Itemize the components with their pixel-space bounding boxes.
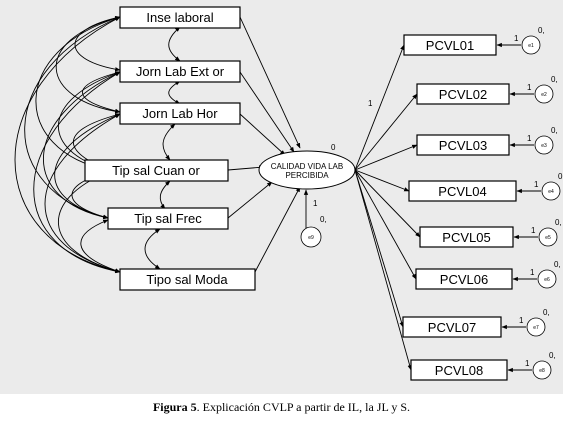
loading-path: [354, 169, 410, 192]
indicator-box: [419, 226, 514, 248]
covariance-arcs: [14, 15, 181, 274]
error-label: e7: [533, 325, 539, 331]
latent-error-path: 1: [313, 199, 318, 208]
error-path-label: 1: [519, 316, 524, 325]
predictor-label: Tip sal Cuan or: [112, 163, 200, 178]
error-circle: [534, 84, 554, 104]
error-path-label: 1: [534, 180, 539, 189]
indicator-8: PCVL08 e8 1 0,: [354, 169, 556, 381]
error-circle: [534, 135, 554, 155]
indicator-label: PCVL02: [439, 87, 487, 102]
error-label: e8: [539, 368, 545, 374]
figure-caption: Figura 5. Explicación CVLP a partir de I…: [0, 400, 563, 415]
indicator-box: [403, 34, 497, 56]
error-path-label: 1: [527, 83, 532, 92]
predictor-label: Tip sal Frec: [134, 211, 202, 226]
indicator-label: PCVL05: [442, 230, 490, 245]
error-label: e4: [548, 189, 554, 195]
indicators: PCVL01 e1 1 0, PCVL02 e2 1 0, PCVL03 e3 1 0, PCVL04 e…: [354, 26, 563, 381]
error-label: e2: [541, 92, 547, 98]
error-path-label: 1: [527, 134, 532, 143]
error-path-label: 1: [531, 226, 536, 235]
error-label: e5: [545, 235, 551, 241]
path-diagram: Inse laboral Jorn Lab Ext or Jorn Lab Ho…: [0, 0, 563, 394]
predictor-box-tsc: Tip sal Cuan or: [84, 159, 229, 182]
indicator-box: [408, 180, 517, 202]
predictor-label: Inse laboral: [146, 10, 213, 25]
error-variance: 0,: [551, 75, 558, 84]
loading-path: [354, 169, 417, 280]
predictor-label: Jorn Lab Ext or: [136, 64, 225, 79]
structural-paths: [227, 16, 301, 273]
latent-label-line2: PERCIBIDA: [285, 171, 329, 180]
indicator-label: PCVL06: [440, 272, 488, 287]
loading-path: [354, 144, 418, 171]
error-circle: [532, 360, 552, 380]
indicator-label: PCVL04: [438, 184, 486, 199]
indicator-box: [410, 359, 508, 381]
loading-label: 1: [368, 99, 373, 108]
indicator-box: [402, 316, 502, 338]
predictor-label: Tipo sal Moda: [146, 272, 228, 287]
error-label: e6: [544, 277, 550, 283]
caption-text: . Explicación CVLP a partir de IL, la JL…: [196, 400, 411, 414]
error-path-label: 1: [530, 268, 535, 277]
caption-prefix: Figura 5: [152, 400, 197, 414]
path-diagram-svg: Inse laboral Jorn Lab Ext or Jorn Lab Ho…: [14, 6, 563, 381]
error-variance: 0,: [538, 26, 545, 35]
indicator-7: PCVL07 e7 1 0,: [354, 169, 550, 338]
latent-error: e9 0, 1: [300, 189, 327, 248]
error-variance: 0,: [549, 351, 556, 360]
indicator-label: PCVL01: [426, 38, 474, 53]
loading-path: [354, 44, 405, 171]
indicator-label: PCVL07: [428, 320, 476, 335]
latent-label-line1: CALIDAD VIDA LAB: [271, 162, 343, 171]
predictor-box-tsm: Tipo sal Moda: [119, 268, 256, 291]
loading-path: [354, 169, 421, 238]
indicator-4: PCVL04 e4 1 0,: [354, 169, 563, 202]
error-circle: [537, 269, 557, 289]
indicator-box: [415, 268, 513, 290]
error-circle: [541, 181, 561, 201]
loading-path: [354, 93, 418, 171]
error-circle: [538, 227, 558, 247]
loading-path: [354, 169, 412, 371]
error-variance: 0,: [555, 218, 562, 227]
error-label: e3: [541, 143, 547, 149]
loading-path: [354, 169, 404, 328]
latent-intercept: 0: [331, 143, 336, 152]
predictor-box-jlh: Jorn Lab Hor: [119, 102, 241, 125]
indicator-1: PCVL01 e1 1 0,: [354, 26, 545, 171]
latent-variable: CALIDAD VIDA LAB PERCIBIDA 0: [258, 143, 356, 190]
error-variance: 0,: [558, 172, 563, 181]
indicator-3: PCVL03 e3 1 0,: [354, 126, 558, 171]
indicator-box: [416, 134, 510, 156]
predictor-box-jle: Jorn Lab Ext or: [119, 60, 241, 83]
indicator-label: PCVL03: [439, 138, 487, 153]
error-variance: 0,: [554, 260, 561, 269]
predictor-box-il: Inse laboral: [119, 6, 241, 29]
latent-error-variance: 0,: [320, 215, 327, 224]
error-path-label: 1: [514, 34, 519, 43]
indicator-2: PCVL02 e2 1 0,: [354, 75, 558, 171]
indicator-5: PCVL05 e5 1 0,: [354, 169, 562, 248]
latent-error-label: e9: [308, 235, 314, 241]
error-circle: [526, 317, 546, 337]
predictor-label: Jorn Lab Hor: [142, 106, 218, 121]
indicator-label: PCVL08: [435, 363, 483, 378]
error-label: e1: [528, 43, 534, 49]
error-circle: [521, 35, 541, 55]
indicator-6: PCVL06 e6 1 0,: [354, 169, 561, 290]
error-path-label: 1: [525, 359, 530, 368]
predictor-box-tsf: Tip sal Frec: [107, 207, 229, 230]
indicator-box: [416, 83, 510, 105]
error-variance: 0,: [543, 308, 550, 317]
error-variance: 0,: [551, 126, 558, 135]
